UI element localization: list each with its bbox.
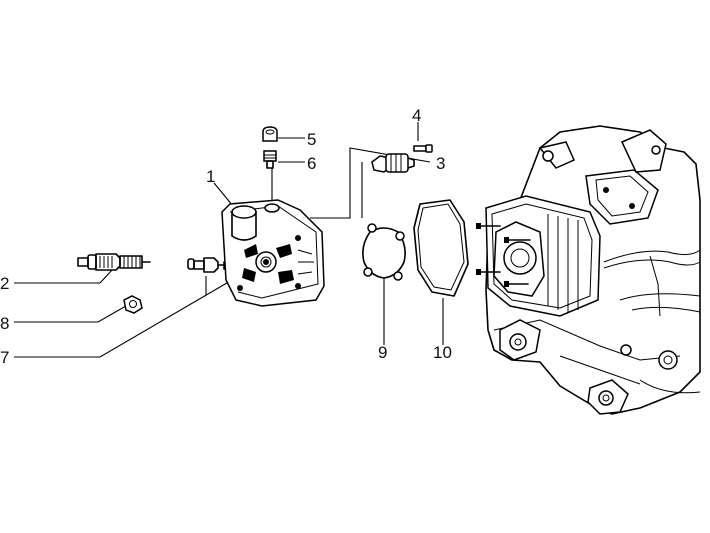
callout-8: 8 bbox=[0, 314, 9, 333]
callout-labels: 1 2 3 4 5 6 7 8 9 10 bbox=[0, 106, 452, 367]
callout-6: 6 bbox=[307, 154, 316, 173]
cap-part bbox=[262, 126, 278, 142]
leader-7 bbox=[14, 279, 233, 358]
spark-plug-part bbox=[77, 253, 151, 271]
screw-part bbox=[413, 144, 433, 153]
callout-9: 9 bbox=[378, 343, 387, 362]
callout-2: 2 bbox=[0, 274, 9, 293]
large-gasket-part bbox=[413, 199, 469, 297]
bleed-valve-part bbox=[263, 150, 277, 169]
thermostat-part bbox=[371, 153, 415, 173]
callout-3: 3 bbox=[436, 154, 445, 173]
callout-1: 1 bbox=[206, 167, 215, 186]
leader-8 bbox=[14, 305, 127, 323]
small-gasket-part bbox=[362, 223, 406, 281]
leader-2b bbox=[99, 269, 113, 284]
cylinder-head-cover-part bbox=[221, 199, 325, 307]
callout-5: 5 bbox=[307, 130, 316, 149]
nut-part bbox=[123, 295, 143, 314]
callout-4: 4 bbox=[412, 106, 421, 125]
callout-7: 7 bbox=[0, 348, 9, 367]
engine-case-part bbox=[476, 125, 701, 415]
callout-10: 10 bbox=[433, 343, 452, 362]
